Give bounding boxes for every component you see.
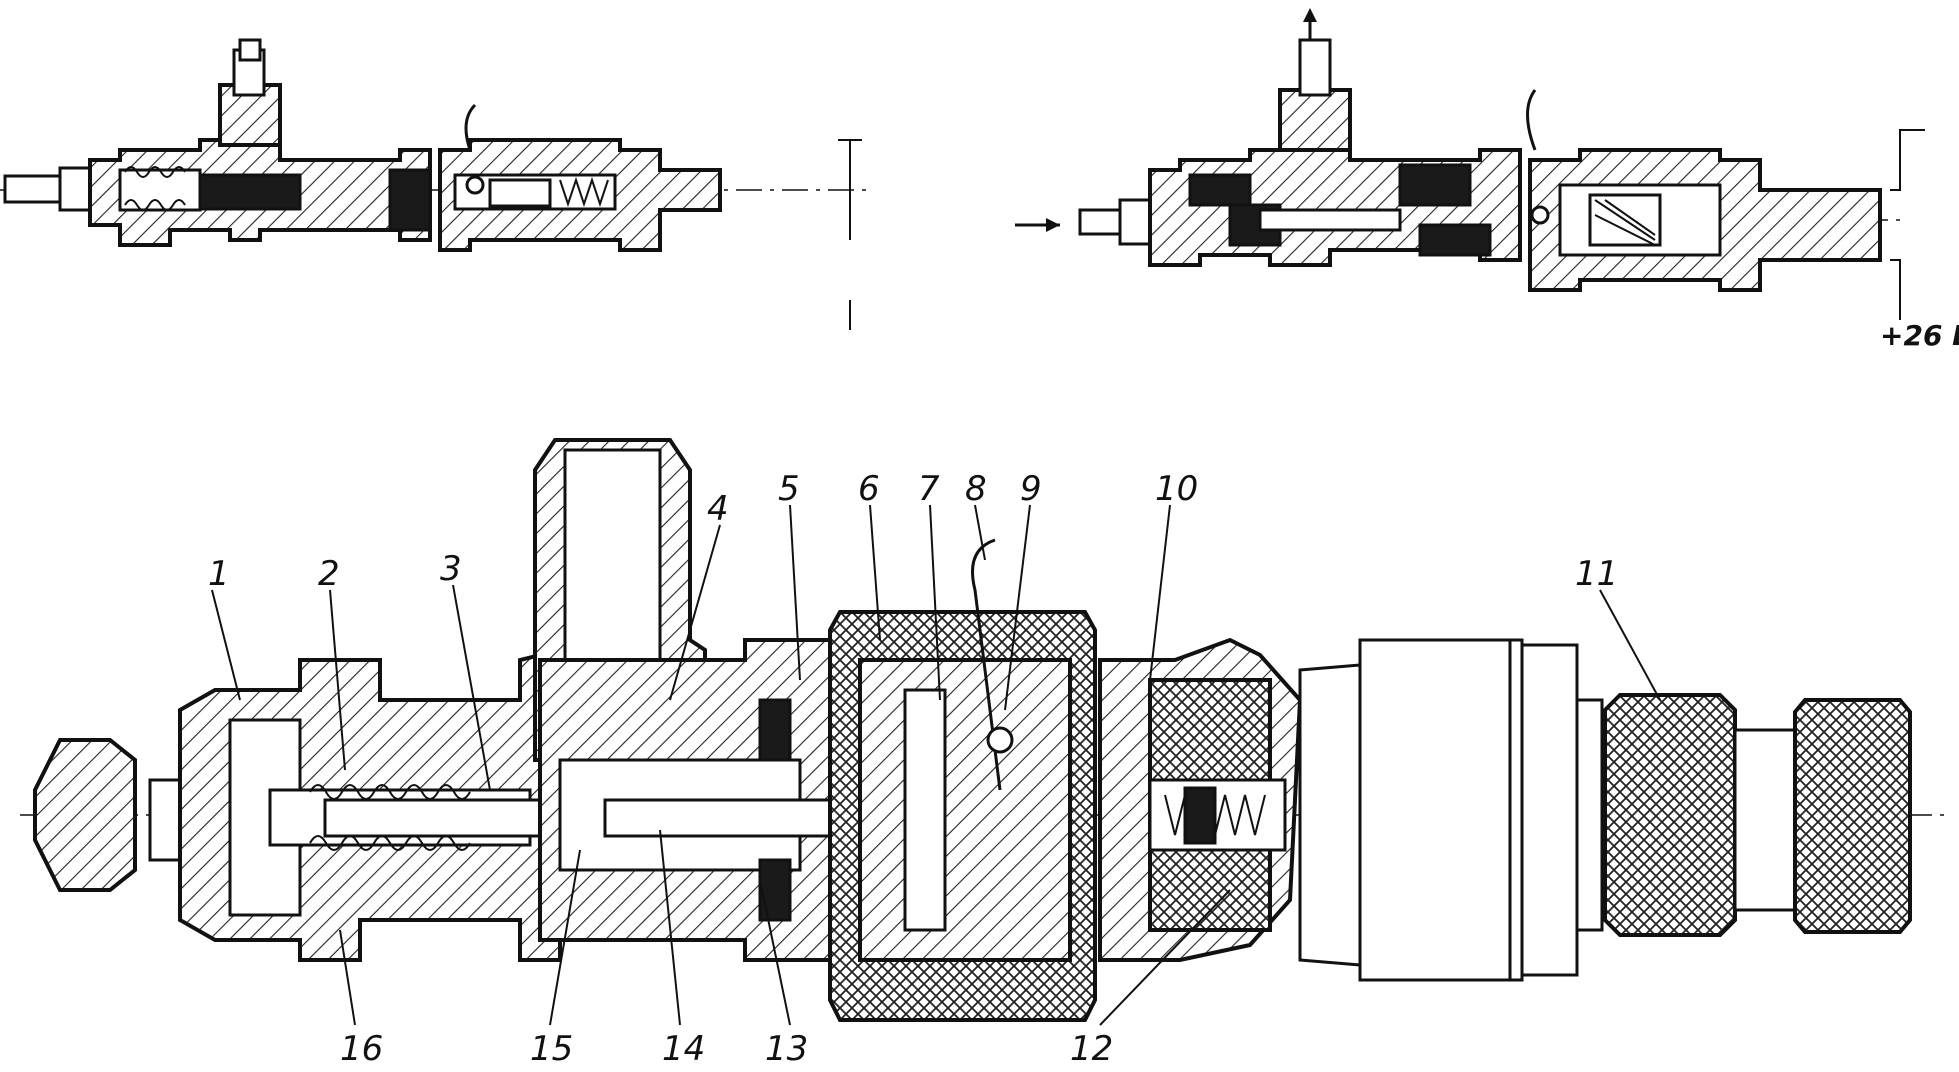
label-3: 3 — [440, 549, 462, 589]
top-left-view-closed — [0, 38, 870, 330]
label-16: 16 — [340, 1029, 383, 1069]
voltage-label: +26 B — [1880, 319, 1959, 352]
label-2: 2 — [318, 554, 340, 594]
label-14: 14 — [662, 1029, 705, 1069]
label-13: 13 — [765, 1029, 808, 1069]
main-cross-section — [20, 438, 1950, 1022]
label-12: 12 — [1070, 1029, 1113, 1069]
part-number-labels: 1 2 3 4 5 6 7 8 9 10 11 12 13 14 15 16 — [208, 469, 1618, 1069]
top-right-view-open: +26 B — [1015, 8, 1959, 352]
label-9: 9 — [1020, 469, 1042, 509]
label-5: 5 — [778, 469, 800, 509]
leader-lines — [211, 504, 1661, 1026]
label-10: 10 — [1155, 469, 1198, 509]
label-7: 7 — [918, 469, 940, 509]
label-1: 1 — [208, 554, 230, 594]
label-15: 15 — [530, 1029, 573, 1069]
label-6: 6 — [858, 469, 880, 509]
label-4: 4 — [707, 489, 729, 529]
label-8: 8 — [965, 469, 987, 509]
label-11: 11 — [1575, 554, 1618, 594]
